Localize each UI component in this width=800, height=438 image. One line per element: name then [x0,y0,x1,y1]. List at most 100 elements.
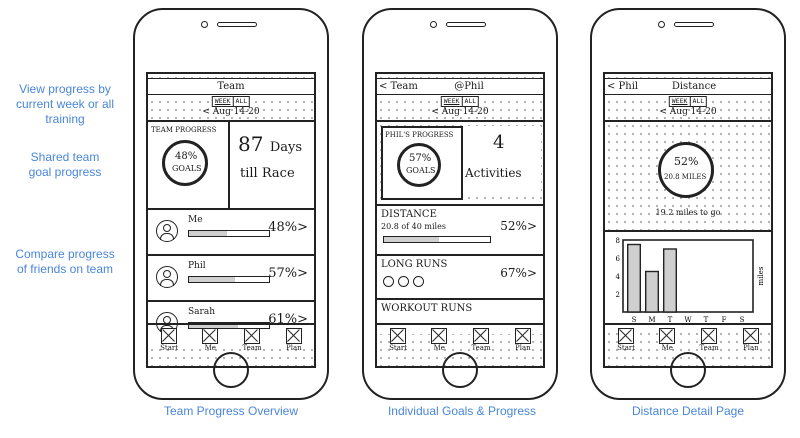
toggle-week[interactable]: WEEK [670,97,691,106]
start-icon [161,328,178,344]
phil-goal-word: GOALS [406,166,436,175]
tab-start[interactable]: Start [389,328,407,366]
chart-bar [627,243,642,313]
long-runs-percent: 67%> [500,266,537,280]
tab-plan[interactable]: Plan [514,328,531,366]
back-button[interactable]: < Team [379,81,418,92]
miles-to-go: 19.2 miles to go [655,208,721,217]
tab-me[interactable]: Me [202,328,219,366]
tab-bar: Start Me Team Plan [377,323,543,366]
x-tick-label: S [740,316,745,324]
date-range[interactable]: < Aug 14-20 [431,107,489,117]
phil-progress-card[interactable]: PHIL'S PROGRESS 57% GOALS [381,126,463,200]
distance-progress-fill [384,237,440,242]
team-goal-word: GOALS [172,164,202,173]
distance-label: DISTANCE [381,209,437,220]
tab-team[interactable]: Team [472,328,491,366]
member-name: Phil [188,261,206,271]
long-runs-row[interactable]: LONG RUNS 67%> [377,254,543,300]
screen-individual-progress: < Team @Phil WEEK ALL < Aug 14-20 PHIL'S… [375,72,545,368]
caption-distance: Distance Detail Page [631,404,745,418]
header-bar: < Team @Phil [377,78,543,95]
phil-goal-percent: 57% [409,153,432,164]
tab-plan[interactable]: Plan [742,328,759,366]
tab-start[interactable]: Start [617,328,635,366]
activities-word: Activities [465,166,522,180]
avatar-icon [156,220,178,242]
toggle-all[interactable]: ALL [692,97,705,105]
member-progress-bar [188,230,270,237]
activities-number: 4 [493,132,505,153]
phone-team-overview: Team WEEK ALL < Aug 14-20 TEAM PROGRESS … [133,8,329,400]
plan-icon [742,328,759,344]
tab-team[interactable]: Team [700,328,719,366]
speaker-icon [446,22,486,27]
team-icon [473,328,490,344]
team-goal-percent: 48% [175,151,198,162]
y-tick-label: 8 [616,237,620,245]
y-tick-label: 2 [616,291,620,299]
period-toggle[interactable]: WEEK ALL [440,96,480,107]
member-row[interactable]: Phil 57%> [148,254,314,302]
caption-team-overview: Team Progress Overview [163,404,299,418]
y-tick-label: 6 [616,255,621,263]
distance-detail: 20.8 of 40 miles [381,222,446,231]
home-button[interactable] [670,352,706,388]
x-tick-label: T [668,316,673,324]
activities-card: 4 Activities [463,126,541,196]
long-runs-label: LONG RUNS [381,259,448,270]
long-run-dot [398,276,409,287]
back-button[interactable]: < Phil [607,81,639,92]
team-icon [244,328,261,344]
member-progress-bar [188,322,270,329]
member-percent: 57%> [268,266,308,281]
camera-icon [430,21,437,28]
tab-me[interactable]: Me [431,328,448,366]
distance-progress-bar [383,236,491,243]
till-race: till Race [240,166,295,181]
toggle-all[interactable]: ALL [235,97,248,105]
member-progress-fill [189,277,235,282]
x-tick-label: M [648,316,655,324]
days-till-race-card: 87 Days till Race [230,122,314,210]
long-run-dot [413,276,424,287]
page-title: Distance [671,81,717,92]
screen-distance-detail: < Phil Distance WEEK ALL < Aug 14-20 52%… [603,72,773,368]
toggle-all[interactable]: ALL [464,97,477,105]
toggle-week[interactable]: WEEK [442,97,463,106]
chart-bar [645,270,660,313]
tab-team[interactable]: Team [243,328,262,366]
annotation-view-progress: View progress by current week or all tra… [15,82,115,126]
start-icon [390,328,407,344]
plan-icon [285,328,302,344]
tab-plan[interactable]: Plan [285,328,302,366]
member-progress-fill [189,231,228,236]
home-button[interactable] [213,352,249,388]
tab-bar: Start Me Team Plan [605,323,771,366]
days-number: 87 [238,132,264,156]
date-range[interactable]: < Aug 14-20 [659,107,717,117]
distance-row[interactable]: DISTANCE 20.8 of 40 miles 52%> [377,204,543,256]
team-progress-card[interactable]: TEAM PROGRESS 48% GOALS [148,122,230,210]
tab-me[interactable]: Me [659,328,676,366]
long-run-dot [383,276,394,287]
distance-ring-percent: 52% [674,155,699,168]
tab-start[interactable]: Start [160,328,178,366]
distance-ring-miles: 20.8 MILES [664,173,707,181]
team-goal-ring: 48% GOALS [162,140,208,186]
team-progress-label: TEAM PROGRESS [151,126,217,134]
member-progress-fill [189,323,238,328]
x-tick-label: S [632,316,637,324]
period-toggle[interactable]: WEEK ALL [211,96,251,107]
chart-frame [622,239,754,313]
chart-bar [663,248,678,313]
date-range[interactable]: < Aug 14-20 [202,107,260,117]
toggle-week[interactable]: WEEK [213,97,234,106]
header-bar: < Phil Distance [605,78,771,95]
period-toggle[interactable]: WEEK ALL [668,96,708,107]
x-tick-label: F [722,316,727,324]
page-title: Team [217,81,245,92]
home-button[interactable] [442,352,478,388]
team-icon [701,328,718,344]
